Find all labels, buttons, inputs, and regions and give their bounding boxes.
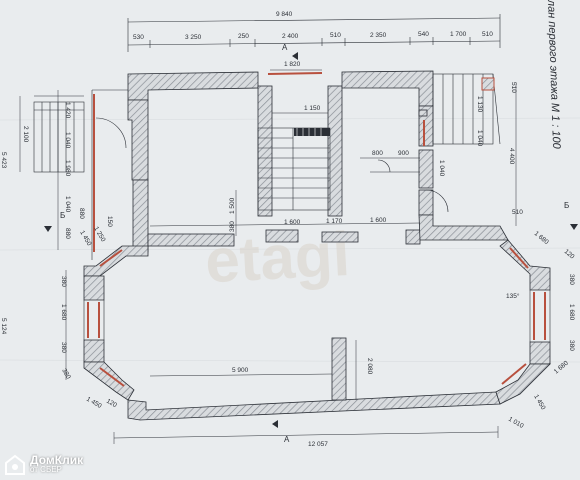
dim-inner-7: 1 170 — [326, 218, 343, 225]
dim-top-0: 530 — [133, 34, 144, 41]
dim-right-2: 1 040 — [476, 130, 483, 147]
section-mark-a-top: А — [282, 43, 288, 52]
dim-left-12: 120 — [105, 398, 118, 410]
top-dimension-lines — [127, 14, 501, 52]
dim-right-0: 510 — [510, 82, 517, 93]
dim-inner-9: 2 080 — [366, 358, 373, 375]
dim-top-total: 9 840 — [276, 11, 293, 18]
dim-left-15: 150 — [106, 216, 113, 227]
dim-right-4: 1 040 — [438, 160, 445, 177]
staircase — [257, 127, 331, 211]
dim-inner-0: 1 820 — [284, 61, 301, 68]
dim-right-10: 380 — [568, 340, 575, 351]
wall-outlines — [83, 89, 551, 342]
section-mark-b-left: Б — [60, 211, 65, 220]
dim-right-14: 135° — [506, 292, 520, 300]
dim-inner-2: 800 — [372, 150, 383, 157]
house-pin-icon — [5, 454, 25, 475]
dim-right-8: 380 — [568, 274, 575, 285]
walls — [83, 70, 551, 421]
doors — [95, 117, 449, 213]
dim-left-0: 1 420 — [64, 102, 71, 119]
dim-inner-8: 1 600 — [370, 217, 387, 224]
right-porch-stairs — [432, 73, 501, 145]
dim-left-13: 5 423 — [0, 152, 7, 169]
dim-right-3: 4 400 — [508, 148, 515, 165]
dim-top-1: 3 250 — [185, 34, 202, 41]
section-arrow-left — [44, 226, 52, 232]
section-arrow-bottom — [272, 420, 278, 428]
dim-top-2: 250 — [238, 33, 249, 40]
dim-inner-1: 1 150 — [304, 105, 321, 112]
dim-inner-5: 380 — [229, 221, 236, 232]
dim-bottom-total: 12 057 — [308, 441, 328, 448]
dim-left-7: 380 — [60, 276, 67, 287]
dim-top-7: 1 700 — [450, 31, 467, 38]
drawing-title: лан первого этажа М 1 : 100 — [545, 0, 562, 150]
dim-right-9: 1 680 — [568, 304, 575, 321]
brand-subtitle: от СБЕР — [30, 465, 62, 474]
dim-left-9: 380 — [60, 342, 67, 353]
chimney-block — [481, 77, 495, 91]
dim-top-4: 510 — [330, 32, 341, 39]
dim-left-4: 1 040 — [64, 196, 71, 213]
dim-right-1: 1 130 — [476, 96, 483, 113]
dim-left-8: 1 680 — [60, 304, 67, 321]
dim-top-6: 540 — [418, 31, 429, 38]
dim-right-5: 510 — [512, 209, 523, 216]
dim-left-5: 880 — [64, 228, 71, 239]
section-mark-b-right: Б — [564, 201, 569, 210]
brand-logo: ДомКлик от СБЕР — [4, 454, 83, 476]
dim-left-17: 880 — [78, 208, 85, 219]
section-arrow-right — [570, 224, 578, 230]
section-arrow-top — [292, 52, 298, 60]
dim-inner-4: 1 500 — [229, 197, 236, 214]
section-mark-a-bottom: А — [284, 435, 290, 444]
dim-left-10: 380 — [60, 368, 72, 381]
dim-top-5: 2 350 — [370, 32, 387, 39]
dim-top-3: 2 400 — [282, 33, 299, 40]
inner-dimension-lines — [19, 69, 517, 444]
dim-top-8: 510 — [482, 31, 493, 38]
stair-top-landing — [294, 128, 330, 136]
dim-inner-10: 5 900 — [232, 367, 249, 374]
windows — [87, 72, 546, 387]
dim-left-14: 5 124 — [0, 318, 7, 335]
dim-inner-6: 1 600 — [284, 219, 301, 226]
dim-inner-3: 900 — [398, 150, 409, 157]
dim-left-2: 1 040 — [64, 132, 71, 149]
dim-left-1: 2 100 — [22, 126, 29, 143]
dim-left-3: 1 980 — [64, 160, 71, 177]
brand-name: ДомКлик — [30, 453, 84, 467]
